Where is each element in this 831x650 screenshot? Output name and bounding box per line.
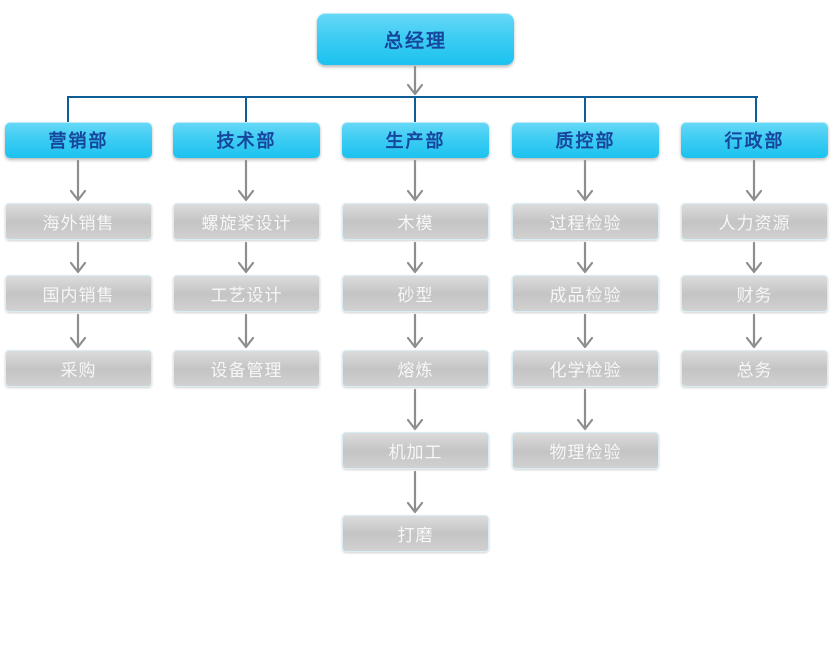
connector-stub <box>67 96 69 123</box>
child-node: 化学检验 <box>512 350 659 387</box>
child-node: 国内销售 <box>5 275 152 312</box>
down-arrow-icon <box>237 159 255 202</box>
child-node: 砂型 <box>342 275 489 312</box>
department-node: 生产部 <box>342 122 489 158</box>
child-node: 物理检验 <box>512 432 659 469</box>
child-node: 工艺设计 <box>173 275 320 312</box>
down-arrow-icon <box>406 388 424 431</box>
child-node: 设备管理 <box>173 350 320 387</box>
down-arrow-icon <box>576 388 594 431</box>
department-node: 质控部 <box>512 122 659 158</box>
department-node: 技术部 <box>173 122 320 158</box>
child-node: 采购 <box>5 350 152 387</box>
connector-hline <box>68 96 758 98</box>
child-node: 螺旋桨设计 <box>173 203 320 240</box>
connector-stub <box>245 96 247 123</box>
down-arrow-icon <box>745 313 763 349</box>
child-node: 人力资源 <box>681 203 828 240</box>
down-arrow-icon <box>406 65 424 96</box>
connector-stub <box>584 96 586 123</box>
department-node: 行政部 <box>681 122 828 158</box>
child-node: 熔炼 <box>342 350 489 387</box>
child-node: 过程检验 <box>512 203 659 240</box>
child-node: 木模 <box>342 203 489 240</box>
child-node: 总务 <box>681 350 828 387</box>
child-node: 海外销售 <box>5 203 152 240</box>
down-arrow-icon <box>406 470 424 514</box>
down-arrow-icon <box>745 241 763 274</box>
connector-stub <box>755 96 757 123</box>
down-arrow-icon <box>406 159 424 202</box>
department-node: 营销部 <box>5 122 152 158</box>
root-node: 总经理 <box>317 13 514 65</box>
child-node: 财务 <box>681 275 828 312</box>
down-arrow-icon <box>69 313 87 349</box>
connector-stub <box>414 96 416 123</box>
down-arrow-icon <box>237 313 255 349</box>
child-node: 成品检验 <box>512 275 659 312</box>
down-arrow-icon <box>576 159 594 202</box>
child-node: 机加工 <box>342 432 489 469</box>
down-arrow-icon <box>406 313 424 349</box>
down-arrow-icon <box>69 159 87 202</box>
down-arrow-icon <box>576 241 594 274</box>
down-arrow-icon <box>576 313 594 349</box>
down-arrow-icon <box>406 241 424 274</box>
down-arrow-icon <box>745 159 763 202</box>
child-node: 打磨 <box>342 515 489 552</box>
down-arrow-icon <box>237 241 255 274</box>
down-arrow-icon <box>69 241 87 274</box>
